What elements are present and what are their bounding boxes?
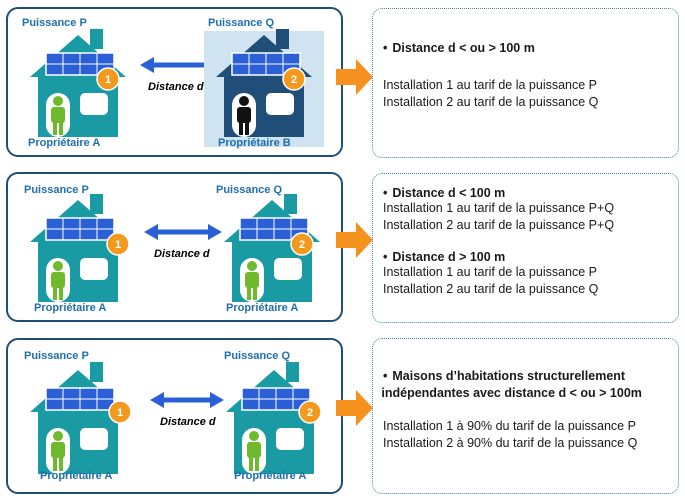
house-left-label: Puissance P	[22, 17, 87, 29]
badge-left-text: 1	[117, 407, 123, 419]
scene-3: 1 2 Puissance P P	[6, 338, 343, 494]
person-left	[51, 96, 65, 135]
orange-arrow-3	[336, 390, 373, 426]
card-3-heading-line-1: Maisons d’habitations structurellement	[392, 369, 626, 383]
card-3-line-1: Installation 1 à 90% du tarif de la puis…	[383, 419, 636, 433]
scene-3-drawing: 1 2	[30, 362, 322, 474]
scene-1: 1 2	[6, 7, 343, 157]
card-3-line-2: Installation 2 à 90% du tarif de la puis…	[383, 436, 638, 450]
card-2-heading-2-text: Distance d > 100 m	[392, 250, 506, 264]
distance-label: Distance d	[148, 81, 204, 93]
card-2-line-4: Installation 2 au tarif de la puissance …	[383, 282, 599, 296]
solar-panel-left	[45, 387, 115, 411]
house-right	[204, 29, 324, 147]
scene-2-drawing: 1 2	[30, 194, 320, 302]
owner-right-label: Propriétaire A	[234, 470, 307, 482]
owner-left-label: Propriétaire A	[34, 302, 107, 314]
card-2-heading-1-text: Distance d < 100 m	[392, 186, 506, 200]
info-card-2: •Distance d < 100 m Installation 1 au ta…	[372, 173, 679, 323]
house-left-label: Puissance P	[24, 350, 89, 362]
scene-1-drawing: 1 2	[30, 29, 324, 147]
house-left-label: Puissance P	[24, 184, 89, 196]
info-card-3: • Maisons d’habitations structurellement…	[372, 338, 679, 494]
badge-right-text: 2	[299, 239, 305, 251]
card-3-heading-line-2: indépendantes avec distance d < ou > 100…	[381, 386, 642, 400]
person-left	[51, 261, 65, 300]
owner-right-label: Propriétaire B	[218, 137, 291, 149]
owner-left-label: Propriétaire A	[40, 470, 113, 482]
card-1-heading: •Distance d < ou > 100 m	[383, 41, 535, 55]
solar-panel-right	[239, 217, 309, 241]
house-right-label: Puissance Q	[224, 350, 291, 362]
badge-right-text: 2	[291, 74, 297, 86]
person-left	[51, 431, 65, 471]
badge-right: 2	[290, 232, 314, 256]
card-2-line-3: Installation 1 au tarif de la puissance …	[383, 265, 598, 279]
house-right-label: Puissance Q	[208, 17, 275, 29]
distance-label: Distance d	[154, 248, 210, 260]
distance-arrow	[150, 392, 224, 408]
person-right	[237, 96, 251, 135]
scene-2: 1 2 Puissance P P	[6, 172, 343, 322]
person-right	[245, 261, 259, 300]
distance-arrow	[144, 224, 222, 240]
solar-panel-right	[231, 52, 301, 76]
owner-right-label: Propriétaire A	[226, 302, 299, 314]
orange-arrow-2	[336, 222, 373, 258]
badge-right: 2	[282, 67, 306, 91]
badge-left-text: 1	[115, 239, 121, 251]
badge-right: 2	[298, 400, 322, 424]
orange-arrow-1	[336, 59, 373, 95]
card-3-heading: • Maisons d’habitations structurellement…	[381, 369, 642, 400]
house-left	[30, 194, 126, 302]
card-2-heading-2: •Distance d > 100 m	[383, 250, 506, 264]
card-2-heading-1: •Distance d < 100 m	[383, 186, 506, 200]
card-1-line-2: Installation 2 au tarif de la puissance …	[383, 95, 599, 109]
info-card-1: •Distance d < ou > 100 m Installation 1 …	[372, 8, 679, 158]
solar-panel-left	[45, 52, 115, 76]
house-left	[30, 362, 126, 474]
card-2-line-1: Installation 1 au tarif de la puissance …	[383, 201, 615, 215]
person-right	[247, 431, 261, 471]
badge-left: 1	[108, 400, 132, 424]
card-2-line-2: Installation 2 au tarif de la puissance …	[383, 218, 615, 232]
badge-left: 1	[106, 232, 130, 256]
owner-left-label: Propriétaire A	[28, 137, 101, 149]
badge-left-text: 1	[105, 74, 111, 86]
badge-right-text: 2	[307, 407, 313, 419]
card-1-line-1: Installation 1 au tarif de la puissance …	[383, 78, 598, 92]
house-right-label: Puissance Q	[216, 184, 283, 196]
solar-panel-right	[241, 387, 311, 411]
distance-label: Distance d	[160, 416, 216, 428]
solar-panel-left	[45, 217, 115, 241]
badge-left: 1	[96, 67, 120, 91]
house-right	[226, 362, 322, 474]
card-1-heading-text: Distance d < ou > 100 m	[392, 41, 535, 55]
